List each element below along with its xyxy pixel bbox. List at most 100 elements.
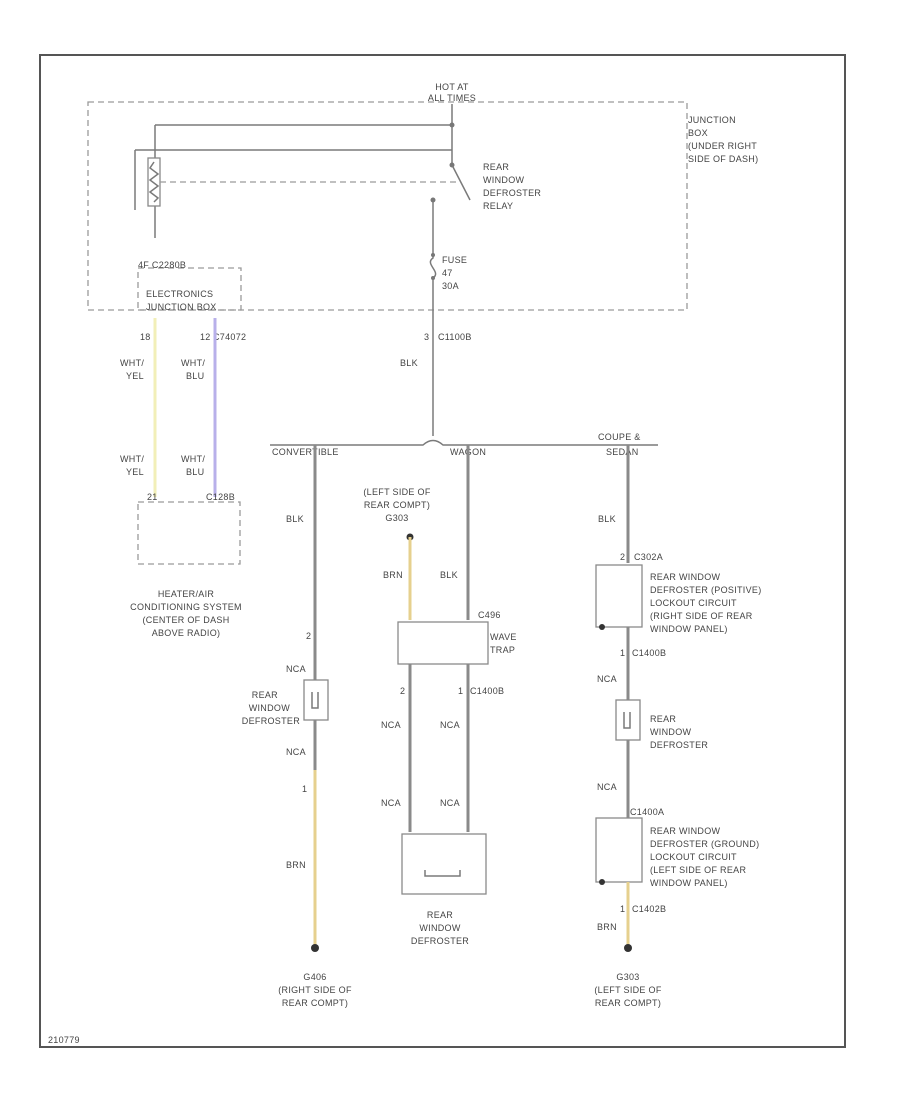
wagon-location-label: (LEFT SIDE OF REAR COMPT) G303 [363,487,430,523]
coupe-conn-top: C302A [634,552,663,562]
wagon-pin-l: 2 [400,686,405,696]
svg-text:(LEFT SIDE OF: (LEFT SIDE OF [363,487,430,497]
svg-text:REAR: REAR [650,714,676,724]
conv-defroster-grid [311,692,319,709]
svg-text:REAR COMPT): REAR COMPT) [364,500,430,510]
fuse-label: FUSE 47 30A [442,255,467,291]
coupe-ground-point [624,944,632,952]
branch-coupe-1: COUPE & [598,432,641,442]
svg-text:WINDOW: WINDOW [650,727,691,737]
relay-coil-zigzag [148,161,160,203]
svg-text:FUSE: FUSE [442,255,467,265]
svg-text:CONDITIONING SYSTEM: CONDITIONING SYSTEM [130,602,242,612]
svg-text:REAR WINDOW: REAR WINDOW [650,572,720,582]
svg-text:(LEFT SIDE OF REAR: (LEFT SIDE OF REAR [650,865,746,875]
svg-text:G303: G303 [616,972,639,982]
wire-a-bot-2: YEL [126,467,144,477]
hvac-label: HEATER/AIR CONDITIONING SYSTEM (CENTER O… [130,589,242,638]
conv-ground-point [311,944,319,952]
relay-label: REAR WINDOW DEFROSTER RELAY [483,162,541,211]
svg-text:G303: G303 [385,513,408,523]
svg-text:DEFROSTER: DEFROSTER [242,716,300,726]
coupe-pin-mid: 1 [620,648,625,658]
gem-name-2: JUNCTION BOX [146,302,217,312]
svg-text:REAR: REAR [252,690,278,700]
junction-box-outline [87,101,688,311]
conv-nca-2: NCA [286,747,306,757]
coupe-conn-gnd: C1400A [630,807,664,817]
coupe-wire-top: BLK [598,514,616,524]
svg-text:30A: 30A [442,281,459,291]
coupe-pin-bot: 1 [620,904,625,914]
coupe-wire-bot: BRN [597,922,617,932]
coupe-nca-2: NCA [597,782,617,792]
gem-name-1: ELECTRONICS [146,289,213,299]
wire-b-bot-1: WHT/ [181,454,205,464]
gnd-lockout-label: REAR WINDOW DEFROSTER (GROUND) LOCKOUT C… [650,826,759,888]
svg-text:WINDOW PANEL): WINDOW PANEL) [650,878,728,888]
branch-bus [270,439,658,446]
wagon-defroster-box [401,833,487,895]
conv-wire-top: BLK [286,514,304,524]
svg-text:DEFROSTER: DEFROSTER [411,936,469,946]
coupe-conn-bot: C1402B [632,904,666,914]
coupe-defroster-label: REAR WINDOW DEFROSTER [650,714,708,750]
svg-text:DEFROSTER: DEFROSTER [483,188,541,198]
wagon-defroster-grid [424,870,461,877]
fuse-out-wire: BLK [400,358,418,368]
wave-trap-label-1: WAVE [490,632,517,642]
gem-pin-b: 12 [200,332,211,342]
svg-text:WINDOW PANEL): WINDOW PANEL) [650,624,728,634]
svg-text:JUNCTION: JUNCTION [688,115,736,125]
conv-nca-1: NCA [286,664,306,674]
svg-text:REAR: REAR [483,162,509,172]
top-bus-wire [154,104,453,238]
hvac-box [137,501,241,565]
pos-lockout-box [595,564,643,628]
hot-label-1: HOT AT [435,82,469,92]
wagon-conn-2: C1400B [470,686,504,696]
pos-lockout-label: REAR WINDOW DEFROSTER (POSITIVE) LOCKOUT… [650,572,762,634]
gem-conn-b: C74072 [213,332,246,342]
relay-switch-arm [451,164,471,201]
wagon-nca-l1: NCA [381,720,401,730]
svg-text:(RIGHT SIDE OF REAR: (RIGHT SIDE OF REAR [650,611,753,621]
wagon-nca-r1: NCA [440,720,460,730]
gnd-lockout-box [595,817,643,883]
outer-frame [39,54,846,1048]
coupe-defroster-grid [623,712,631,729]
conv-defroster-element [303,679,329,721]
svg-text:RELAY: RELAY [483,201,513,211]
branch-coupe-2: SEDAN [606,447,639,457]
fuse-terminal-top [431,253,435,257]
wagon-nca-l2: NCA [381,798,401,808]
wire-a-top-2: YEL [126,371,144,381]
branch-convertible: CONVERTIBLE [272,447,339,457]
wire-b-top-2: BLU [186,371,204,381]
coupe-ground-label: G303 (LEFT SIDE OF REAR COMPT) [594,972,661,1008]
svg-text:WINDOW: WINDOW [483,175,524,185]
svg-text:HEATER/AIR: HEATER/AIR [158,589,215,599]
svg-text:G406: G406 [303,972,326,982]
diagram-code: 210779 [48,1035,80,1045]
conv-pin-2: 1 [302,784,307,794]
conv-defroster-label: REAR WINDOW DEFROSTER [242,690,300,726]
junction-box-label: JUNCTION BOX (UNDER RIGHT SIDE OF DASH) [688,115,758,164]
wagon-conn: C496 [478,610,501,620]
svg-text:ABOVE RADIO): ABOVE RADIO) [152,628,221,638]
wagon-pin-r: 1 [458,686,463,696]
hot-label-2: ALL TIMES [428,93,476,103]
wagon-wire-brn: BRN [383,570,403,580]
wagon-defroster-label: REAR WINDOW DEFROSTER [411,910,469,946]
wire-b-top-1: WHT/ [181,358,205,368]
svg-text:LOCKOUT CIRCUIT: LOCKOUT CIRCUIT [650,852,737,862]
svg-text:DEFROSTER (POSITIVE): DEFROSTER (POSITIVE) [650,585,762,595]
conv-pin: 2 [306,631,311,641]
gem-box [137,267,242,311]
wagon-wire-blk: BLK [440,570,458,580]
conv-ground-label: G406 (RIGHT SIDE OF REAR COMPT) [278,972,351,1008]
svg-text:REAR COMPT): REAR COMPT) [595,998,661,1008]
fuse-out-pin: 3 [424,332,429,342]
svg-text:(UNDER RIGHT: (UNDER RIGHT [688,141,757,151]
